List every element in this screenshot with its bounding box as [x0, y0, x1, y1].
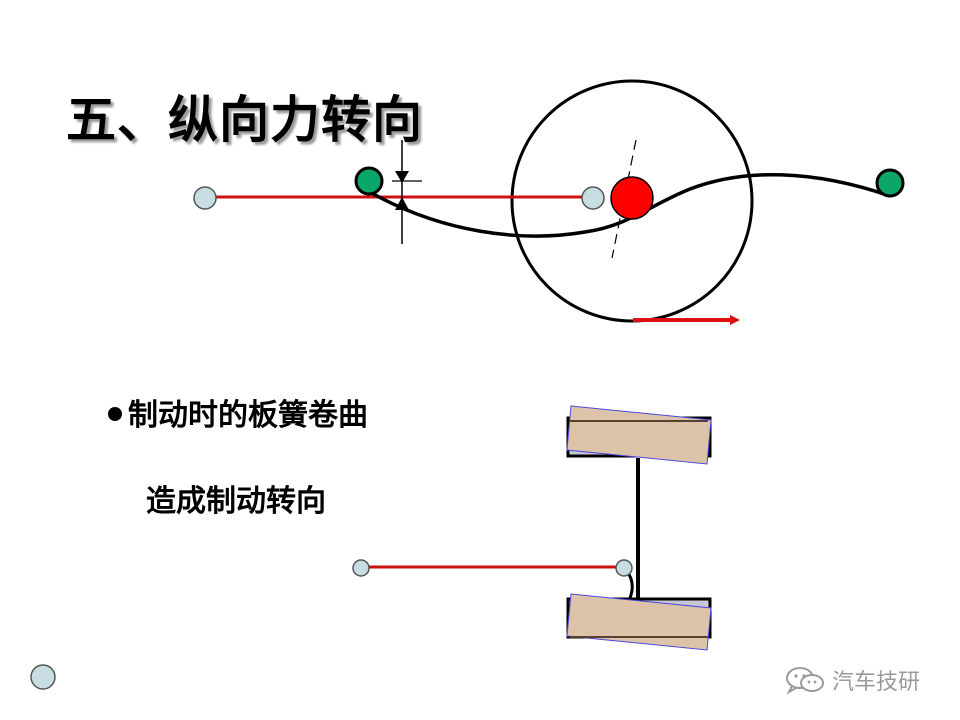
pivot-point — [615, 559, 633, 577]
wechat-icon — [786, 667, 824, 695]
watermark: 汽车技研 — [784, 664, 920, 696]
pivot-point — [352, 559, 370, 577]
body-line: 造成制动转向 — [146, 484, 326, 519]
up-arrow-icon — [395, 197, 409, 210]
down-arrow-icon — [395, 171, 409, 183]
slide-title: 五、纵向力转向 — [66, 91, 423, 149]
bullet-text: 制动时的板簧卷曲 — [128, 398, 368, 433]
axle-dash-line — [611, 139, 637, 259]
wheel-circle — [510, 79, 754, 323]
green-point — [875, 168, 905, 198]
bullet-dot-icon — [108, 406, 122, 421]
bullet-item: 制动时的板簧卷曲 — [108, 390, 368, 434]
pivot-point — [581, 186, 605, 210]
pivot-point — [193, 186, 217, 210]
pivot-point — [30, 664, 56, 690]
watermark-text: 汽车技研 — [832, 670, 921, 695]
axle-point — [610, 176, 654, 220]
green-point — [354, 166, 384, 196]
